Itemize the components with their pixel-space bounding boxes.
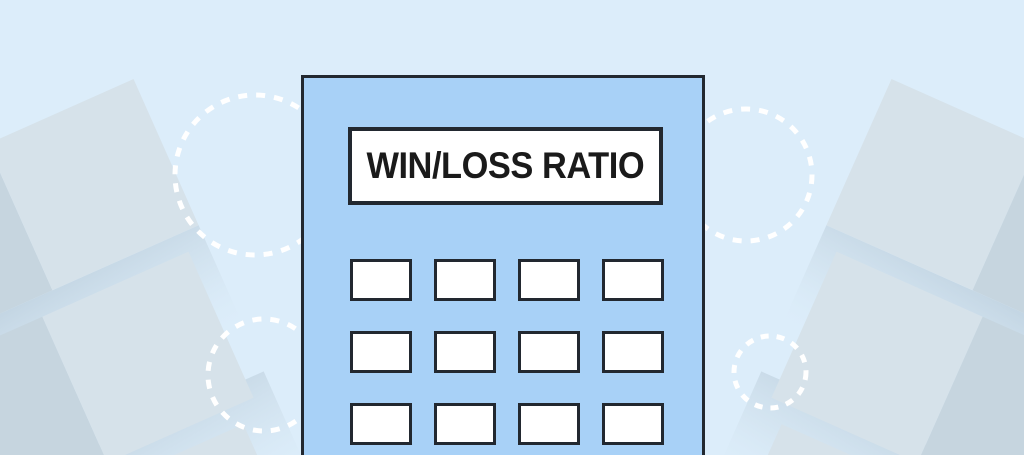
calculator-key[interactable] bbox=[518, 403, 580, 445]
dashed-circle-lower-right bbox=[731, 333, 809, 411]
calculator-key[interactable] bbox=[602, 331, 664, 373]
calculator-key[interactable] bbox=[602, 403, 664, 445]
calculator-key[interactable] bbox=[434, 259, 496, 301]
calculator-key[interactable] bbox=[350, 331, 412, 373]
calculator-key[interactable] bbox=[518, 331, 580, 373]
calculator-key[interactable] bbox=[602, 259, 664, 301]
calculator-body: WIN/LOSS RATIO bbox=[301, 75, 705, 455]
calculator-key[interactable] bbox=[350, 403, 412, 445]
calculator-key[interactable] bbox=[350, 259, 412, 301]
calculator-display: WIN/LOSS RATIO bbox=[348, 127, 663, 205]
calculator-keypad bbox=[350, 259, 664, 445]
calculator-key[interactable] bbox=[518, 259, 580, 301]
calculator-key[interactable] bbox=[434, 331, 496, 373]
display-label: WIN/LOSS RATIO bbox=[366, 145, 645, 186]
calculator-key[interactable] bbox=[434, 403, 496, 445]
